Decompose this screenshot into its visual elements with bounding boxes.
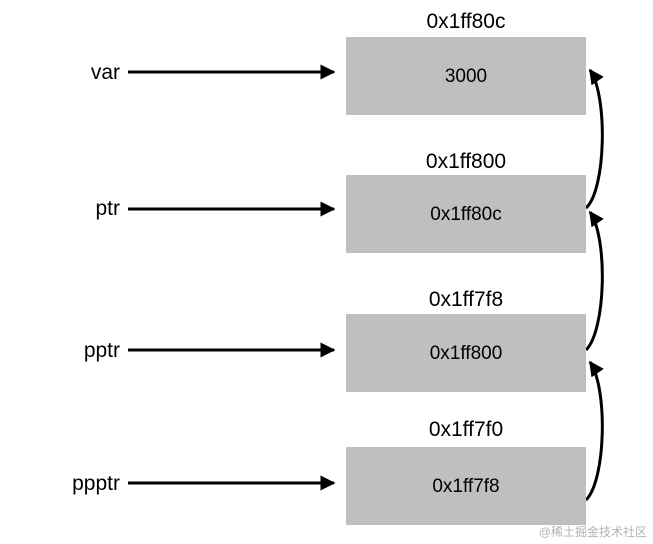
ppptr-points-to-pptr-arrow (584, 360, 604, 502)
var-memory-cell: 3000 (346, 37, 586, 115)
ppptr-address-label: 0x1ff7f0 (428, 418, 504, 441)
ppptr-cell-value: 0x1ff7f8 (432, 475, 500, 497)
pptr-memory-cell: 0x1ff800 (346, 314, 586, 392)
ptr-cell-value: 0x1ff80c (430, 203, 502, 225)
pptr-points-to-ptr-arrow (584, 210, 604, 352)
watermark: @稀土掘金技术社区 (538, 525, 647, 539)
ppptr-name-label: ppptr (72, 472, 120, 495)
ppptr-memory-cell: 0x1ff7f8 (346, 447, 586, 525)
pptr-address-label: 0x1ff7f8 (428, 288, 504, 311)
var-name-label: var (90, 61, 120, 84)
pptr-name-label: pptr (83, 339, 120, 362)
ptr-address-label: 0x1ff800 (425, 150, 507, 173)
ptr-memory-cell: 0x1ff80c (346, 175, 586, 253)
var-address-label: 0x1ff80c (426, 10, 506, 33)
var-cell-value: 3000 (444, 65, 488, 87)
pptr-cell-value: 0x1ff800 (429, 342, 503, 364)
ptr-points-to-var-arrow (584, 68, 604, 210)
ptr-name-label: ptr (95, 197, 120, 220)
